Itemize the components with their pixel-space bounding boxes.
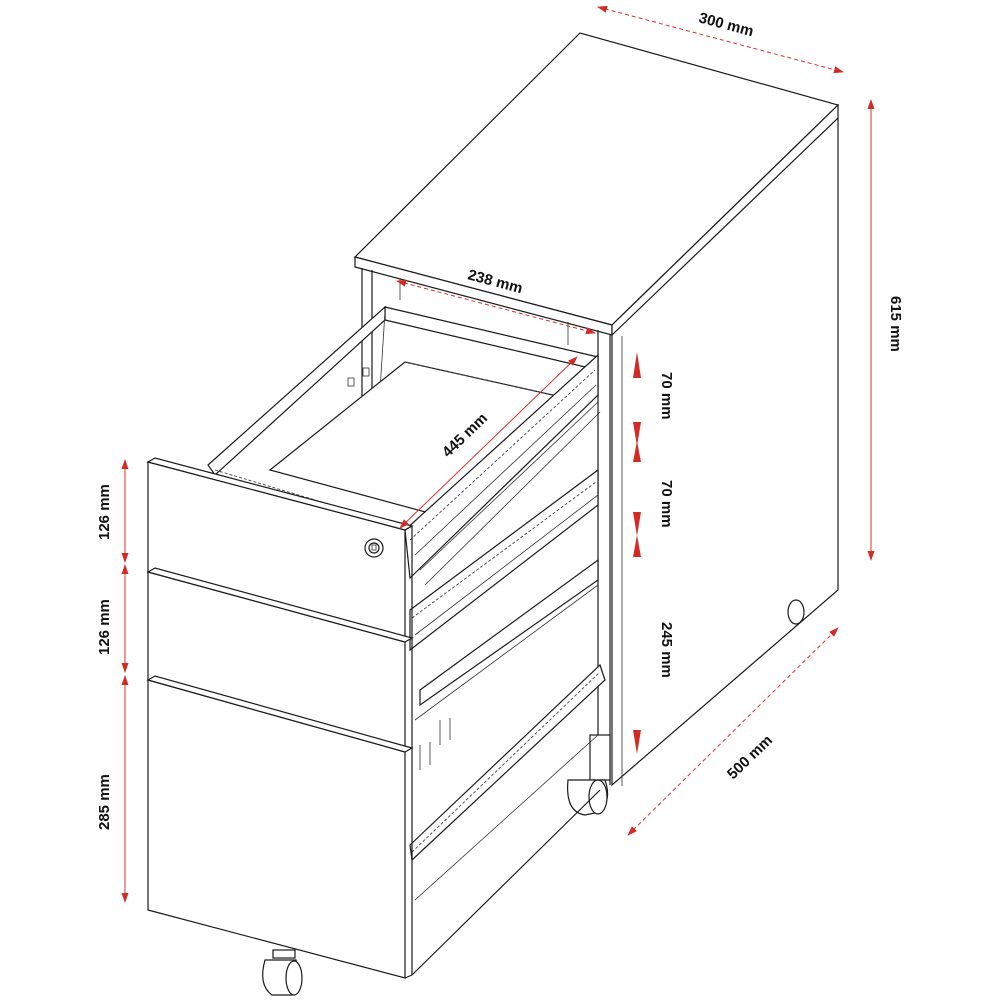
label-inner-height-top: 70 mm <box>658 372 675 420</box>
label-drawer-front-bottom: 285 mm <box>96 774 113 830</box>
front-right-caster <box>567 734 611 816</box>
rear-caster <box>787 599 805 625</box>
label-inner-height-middle: 70 mm <box>658 480 675 528</box>
label-overall-depth: 500 mm <box>724 732 776 783</box>
label-drawer-front-middle: 126 mm <box>96 599 113 655</box>
cabinet-body <box>353 32 840 816</box>
dim-drawer-fronts: 126 mm 126 mm 285 mm <box>96 459 129 903</box>
dim-overall-height: 615 mm <box>867 99 904 561</box>
label-overall-width: 300 mm <box>697 9 755 40</box>
label-overall-height: 615 mm <box>887 296 904 352</box>
label-drawer-front-top: 126 mm <box>96 484 113 540</box>
front-left-caster <box>262 949 303 996</box>
dim-inner-heights: 70 mm 70 mm 245 mm <box>633 352 675 754</box>
lock-icon <box>364 538 384 558</box>
label-inner-height-bottom: 245 mm <box>658 622 675 678</box>
drawer-fronts <box>146 457 601 996</box>
